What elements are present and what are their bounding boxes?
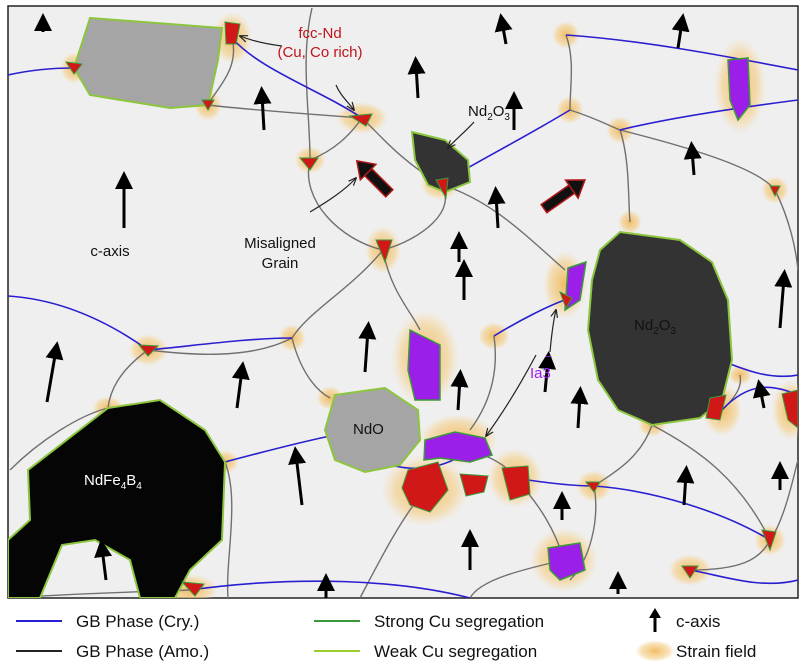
fcc-nd-label-line1: fcc-Nd [298,25,341,42]
legend-swatch-c-axis [649,608,661,632]
legend: GB Phase (Cry.) GB Phase (Amo.) Strong C… [16,608,756,662]
callout-lines [240,36,556,436]
misaligned-label-line2: Grain [262,255,299,272]
legend-swatch-strain [635,640,675,662]
legend-strain: Strain field [676,642,756,661]
misaligned-arrows [355,159,587,214]
misaligned-label-line1: Misaligned [244,235,316,252]
fcc-nd-label-line2: (Cu, Co rich) [277,44,362,61]
fcc-nd-phases [64,21,798,597]
ia3-label: Ia3 [530,365,551,382]
legend-weak-cu: Weak Cu segregation [374,642,537,661]
ndfe4b4-label: NdFe4B4 [84,472,142,492]
legend-strong-cu: Strong Cu segregation [374,612,544,631]
ia3-bar: ‾ [545,355,552,372]
nd2o3-large-label: Nd2O3 [634,317,676,337]
legend-gb-amo: GB Phase (Amo.) [76,642,209,661]
c-axis-arrows [34,13,793,598]
ndfe4b4-grain [8,398,227,598]
legend-gb-cry: GB Phase (Cry.) [76,612,199,631]
ndo-grain [323,386,422,474]
ndo-label: NdO [353,421,384,438]
legend-c-axis: c-axis [676,612,720,631]
nd2o3-large-grain [586,230,734,427]
c-axis-label: c-axis [90,243,129,260]
nd2o3-small-label: Nd2O3 [468,103,510,123]
gray-grain-topleft [72,16,224,110]
